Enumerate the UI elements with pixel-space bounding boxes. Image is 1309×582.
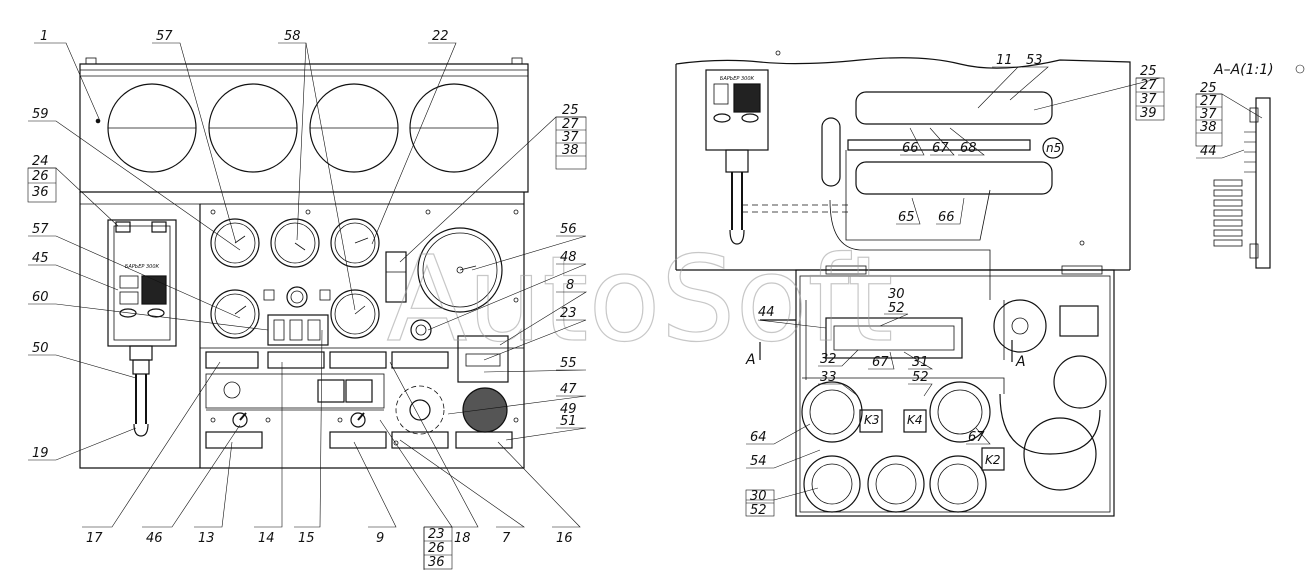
callout: 64 — [750, 430, 767, 445]
callout: n5 — [1046, 141, 1061, 155]
callout: 7 — [502, 531, 511, 546]
section-title: A–A(1:1) — [1213, 62, 1274, 78]
callout: 25 — [562, 103, 579, 118]
callout: 52 — [912, 370, 929, 385]
callout: K2 — [985, 453, 1001, 467]
callout: 67 — [968, 430, 985, 445]
callout: 58 — [284, 29, 301, 44]
section-a-a — [1213, 97, 1271, 269]
watermark: AutoSoft — [387, 230, 894, 368]
callout: 22 — [432, 29, 449, 44]
callout: 26 — [32, 169, 49, 184]
callout: 16 — [556, 531, 573, 546]
callouts-left: 1 57 58 22 59 24 26 36 57 45 60 50 19 25… — [32, 29, 579, 570]
callout: K4 — [907, 413, 923, 427]
callouts-right: 11 53 25 27 37 39 66 67 68 n5 65 66 44 3… — [750, 53, 1157, 518]
left-panel-view: БАРЬЕР 300К — [79, 57, 529, 469]
callout: 36 — [32, 185, 49, 200]
callout: K3 — [864, 413, 880, 427]
leader-lines — [28, 42, 588, 570]
callout: 1 — [40, 29, 48, 44]
leader-lines-right — [746, 66, 1263, 501]
callout: 33 — [820, 370, 837, 385]
barrier-device: БАРЬЕР 300К — [107, 219, 177, 437]
callout: 18 — [454, 531, 471, 546]
callout: 39 — [1140, 106, 1157, 121]
callout: 51 — [560, 414, 577, 429]
callout: 11 — [996, 53, 1013, 68]
device-label-right: БАРЬЕР 300К — [720, 76, 755, 82]
callout: 66 — [938, 210, 955, 225]
callout: 26 — [428, 541, 445, 556]
callout: 30 — [888, 287, 905, 302]
callout: 27 — [1200, 94, 1217, 109]
callout: 8 — [566, 278, 574, 293]
right-panel-view: БАРЬЕР 300К — [675, 50, 1131, 517]
callout: 68 — [960, 141, 977, 156]
callout: 23 — [560, 306, 577, 321]
callout: 54 — [750, 454, 767, 469]
callout: 59 — [32, 107, 49, 122]
callout: 45 — [32, 251, 49, 266]
callout: 46 — [146, 531, 163, 546]
callout: 49 — [560, 402, 577, 417]
callout: 36 — [428, 555, 445, 570]
callout: 56 — [560, 222, 577, 237]
callouts-section: A–A(1:1) 25 27 37 38 44 A A — [745, 62, 1305, 370]
callout: 24 — [32, 154, 49, 169]
callout: 52 — [750, 503, 767, 518]
callout: 9 — [376, 531, 384, 546]
callout: 31 — [912, 355, 929, 370]
callout: 17 — [86, 531, 103, 546]
callout: 53 — [1026, 53, 1043, 68]
dial-gauges — [210, 218, 503, 339]
callout: 27 — [562, 117, 579, 132]
callout: 27 — [1140, 78, 1157, 93]
terminal-strips — [855, 91, 1053, 195]
callout: 48 — [560, 250, 577, 265]
callout: 50 — [32, 341, 49, 356]
callout: 38 — [1200, 120, 1217, 135]
label-box-frames — [27, 77, 1223, 570]
top-gauge-openings — [107, 83, 499, 173]
callout: 60 — [32, 290, 49, 305]
section-mark-right: A — [1015, 354, 1026, 370]
callout: 67 — [932, 141, 949, 156]
callout: 30 — [750, 489, 767, 504]
callout: 23 — [428, 527, 445, 542]
callout: 38 — [562, 143, 579, 158]
callout: 25 — [1200, 81, 1217, 96]
connector-block — [263, 286, 331, 346]
callout: 65 — [898, 210, 915, 225]
callout: 13 — [198, 531, 215, 546]
callout: 25 — [1140, 64, 1157, 79]
callout: 44 — [1200, 144, 1217, 159]
relays — [801, 381, 1005, 513]
callout: 67 — [872, 355, 889, 370]
section-terminals — [1213, 131, 1256, 247]
callout: 57 — [156, 29, 173, 44]
callout: 44 — [758, 305, 775, 320]
callout: 37 — [1140, 92, 1157, 107]
section-mark-left: A — [745, 352, 756, 368]
callout: 37 — [1200, 107, 1217, 122]
callout: 55 — [560, 356, 577, 371]
callout: 52 — [888, 301, 905, 316]
device-label-left: БАРЬЕР 300К — [125, 264, 160, 270]
callout: 19 — [32, 446, 49, 461]
callout: 14 — [258, 531, 275, 546]
callout: 32 — [820, 352, 837, 367]
callout: 47 — [560, 382, 577, 397]
callout: 57 — [32, 222, 49, 237]
callout: 15 — [298, 531, 315, 546]
callout: 37 — [562, 130, 579, 145]
mounting-screws — [210, 209, 519, 446]
label-plates — [205, 351, 513, 449]
callout: 66 — [902, 141, 919, 156]
